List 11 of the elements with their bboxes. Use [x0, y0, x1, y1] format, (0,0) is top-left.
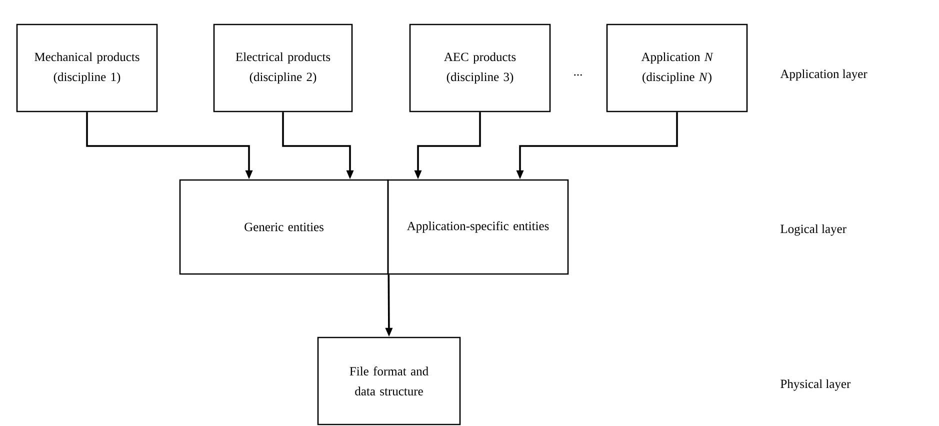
ellipsis: ... [574, 74, 582, 76]
entity-box: File format and data structure [317, 336, 461, 426]
layer-label: Logical layer [780, 224, 846, 236]
layer-label: Application layer [780, 69, 868, 81]
entity-box: Electrical products (discipline 2) [213, 24, 353, 112]
entity-box: Mechanical products (discipline 1) [16, 24, 158, 112]
entity-box: Generic entities [179, 179, 389, 275]
entity-box: Application-specific entities [387, 179, 569, 275]
entity-box: Application N (discipline N) [606, 24, 748, 112]
entity-box: AEC products (discipline 3) [409, 24, 551, 112]
layer-label: Physical layer [780, 379, 851, 391]
